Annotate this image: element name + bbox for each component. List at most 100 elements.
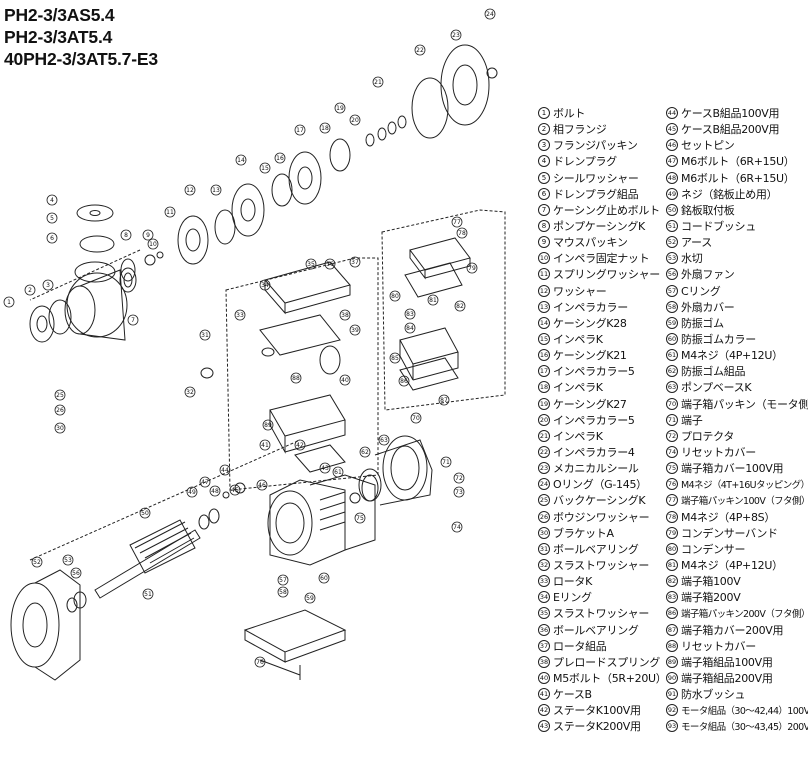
- callout-circle: [209, 485, 221, 497]
- legend-label: 端子箱組品100V用: [681, 655, 773, 669]
- legend-number: 74: [666, 446, 678, 459]
- callout-number: 18: [321, 125, 329, 132]
- legend-number: 89: [666, 655, 678, 668]
- legend-label: 端子: [681, 413, 703, 427]
- callout-circle: [414, 44, 426, 56]
- legend-label: 外扇ファン: [681, 268, 735, 282]
- legend-label: ステータK100V用: [553, 704, 641, 718]
- callout-number: 25: [56, 392, 64, 399]
- legend-label: 外扇カバー: [681, 300, 735, 314]
- callout-circle: [199, 476, 211, 488]
- callout-number: 32: [186, 389, 194, 396]
- legend-number: 87: [666, 623, 678, 636]
- callout-number: 3: [46, 282, 50, 289]
- legend-label: ネジ（銘板止め用）: [681, 187, 778, 201]
- legend-label: マウスパッキン: [553, 236, 628, 250]
- legend-label: 端子箱組品200V用: [681, 671, 773, 685]
- callout-circle: [184, 386, 196, 398]
- callout-circle: [404, 322, 416, 334]
- callout-circle: [54, 389, 66, 401]
- callout-number: 1: [7, 299, 11, 306]
- callout-circle: [229, 484, 241, 496]
- legend-label: 端子箱100V: [681, 575, 741, 589]
- legend-number: 62: [666, 365, 678, 378]
- callout-circle: [256, 479, 268, 491]
- legend-label: ポンプケーシングK: [553, 220, 645, 234]
- callout-number: 42: [296, 442, 304, 449]
- legend-label: ケーシング止めボルト: [553, 203, 660, 217]
- callout-circle: [318, 572, 330, 584]
- legend-label: 相フランジ: [553, 123, 607, 137]
- callout-number: 10: [149, 241, 157, 248]
- callout-circle: [304, 592, 316, 604]
- legend-number: 8: [538, 220, 550, 233]
- legend-label: モータ組品（30〜43,45）200V用: [681, 722, 808, 734]
- callout-circle: [349, 256, 361, 268]
- legend-label: 防振ゴム: [681, 316, 724, 330]
- callout-circle: [389, 290, 401, 302]
- legend-number: 4: [538, 155, 550, 168]
- callout-number: 41: [261, 442, 269, 449]
- legend-number: 78: [666, 510, 678, 523]
- model-title-1: PH2-3/3AS5.4: [4, 5, 115, 25]
- legend-label: リセットカバー: [681, 446, 756, 460]
- callout-circle: [142, 588, 154, 600]
- callout-number: 6: [50, 235, 54, 242]
- legend-number: 49: [666, 187, 678, 200]
- back-casing-parts: [365, 44, 498, 147]
- legend-number: 76: [666, 478, 678, 491]
- callout-circle: [274, 152, 286, 164]
- callout-circle: [54, 422, 66, 434]
- callout-circle: [319, 122, 331, 134]
- legend-label: コンデンサーバンド: [681, 526, 778, 540]
- legend-label: ケースB: [553, 688, 592, 702]
- callout-number: 11: [166, 209, 174, 216]
- callout-number: 17: [296, 127, 304, 134]
- legend-number: 36: [538, 623, 550, 636]
- legend-number: 33: [538, 575, 550, 588]
- callout-number: 26: [56, 407, 64, 414]
- legend-label: 端子箱200V: [681, 591, 741, 605]
- legend-number: 26: [538, 510, 550, 523]
- callout-number: 15: [261, 165, 269, 172]
- legend-label: スラストワッシャー: [553, 607, 650, 621]
- callout-circle: [277, 586, 289, 598]
- legend-number: 3: [538, 139, 550, 152]
- callout-number: 77: [453, 219, 461, 226]
- legend-number: 47: [666, 155, 678, 168]
- callout-number: 38: [341, 312, 349, 319]
- callout-number: 19: [336, 105, 344, 112]
- callout-circle: [186, 486, 198, 498]
- legend-label: シールワッシャー: [553, 171, 639, 185]
- legend-label: バックケーシングK: [553, 494, 646, 508]
- callout-circle: [210, 184, 222, 196]
- callout-number: 33: [236, 312, 244, 319]
- legend-label: プロテクタ: [681, 429, 735, 443]
- legend-label: リセットカバー: [681, 639, 756, 653]
- legend-label: コードブッシュ: [681, 220, 756, 234]
- callout-number: 43: [321, 465, 329, 472]
- callout-number: 75: [356, 515, 364, 522]
- legend-label: ロータ組品: [553, 639, 607, 653]
- legend-number: 91: [666, 688, 678, 701]
